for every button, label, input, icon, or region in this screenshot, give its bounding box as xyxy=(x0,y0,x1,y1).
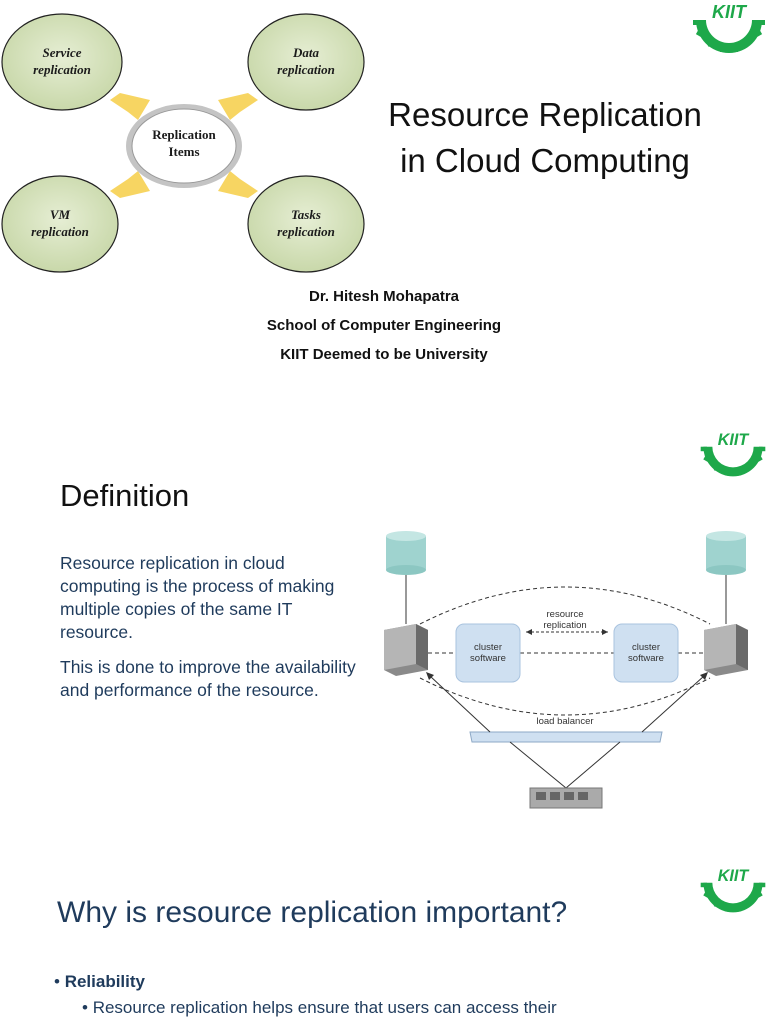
arrow-to-tasks xyxy=(218,171,258,198)
svg-text:KIIT: KIIT xyxy=(718,431,750,449)
author-university: KIIT Deemed to be University xyxy=(280,346,488,363)
load-balancer-label: load balancer xyxy=(536,716,594,727)
cluster-diagram xyxy=(384,531,748,809)
bubble-data xyxy=(247,13,365,111)
database-left-icon xyxy=(386,531,426,575)
cluster-box-left xyxy=(455,623,521,683)
page-title: Resource Replication in Cloud Computing xyxy=(388,96,702,179)
bubble-service xyxy=(1,13,123,111)
kiit-logo: KIIT xyxy=(698,864,768,914)
kiit-logo: KIIT xyxy=(698,428,768,478)
kiit-logo: KIIT xyxy=(690,0,768,54)
bullet-reliability-sub: • Resource replication helps ensure that… xyxy=(82,998,557,1017)
arrow-to-vm xyxy=(110,171,150,198)
bubble-tasks xyxy=(247,175,365,273)
load-balancer-bar xyxy=(469,731,663,743)
center-ring-inner xyxy=(131,108,237,184)
cluster-box-right xyxy=(613,623,679,683)
author-name: Dr. Hitesh Mohapatra xyxy=(308,288,460,305)
database-right-icon xyxy=(706,531,746,575)
server-right-icon xyxy=(704,624,748,676)
section-heading: Why is resource replication important? xyxy=(57,896,568,929)
definition-paragraph-2: This is done to improve the availability… xyxy=(60,657,356,700)
bubble-vm xyxy=(1,175,119,273)
definition-paragraph-1: Resource replication in cloud computing … xyxy=(60,553,335,642)
arrow-to-data xyxy=(218,93,258,120)
svg-text:KIIT: KIIT xyxy=(712,2,748,22)
svg-text:KIIT: KIIT xyxy=(718,867,750,885)
replication-items-diagram xyxy=(1,13,365,273)
section-heading: Definition xyxy=(60,478,190,513)
network-switch-icon xyxy=(529,787,603,809)
server-left-icon xyxy=(384,624,428,676)
definition-slide: KIIT Definition Resource replication in … xyxy=(0,420,768,850)
importance-slide: KIIT Why is resource replication importa… xyxy=(0,850,768,1024)
author-school: School of Computer Engineering xyxy=(266,317,502,334)
bullet-reliability: • Reliability xyxy=(54,972,145,991)
arrow-to-service xyxy=(110,93,150,120)
